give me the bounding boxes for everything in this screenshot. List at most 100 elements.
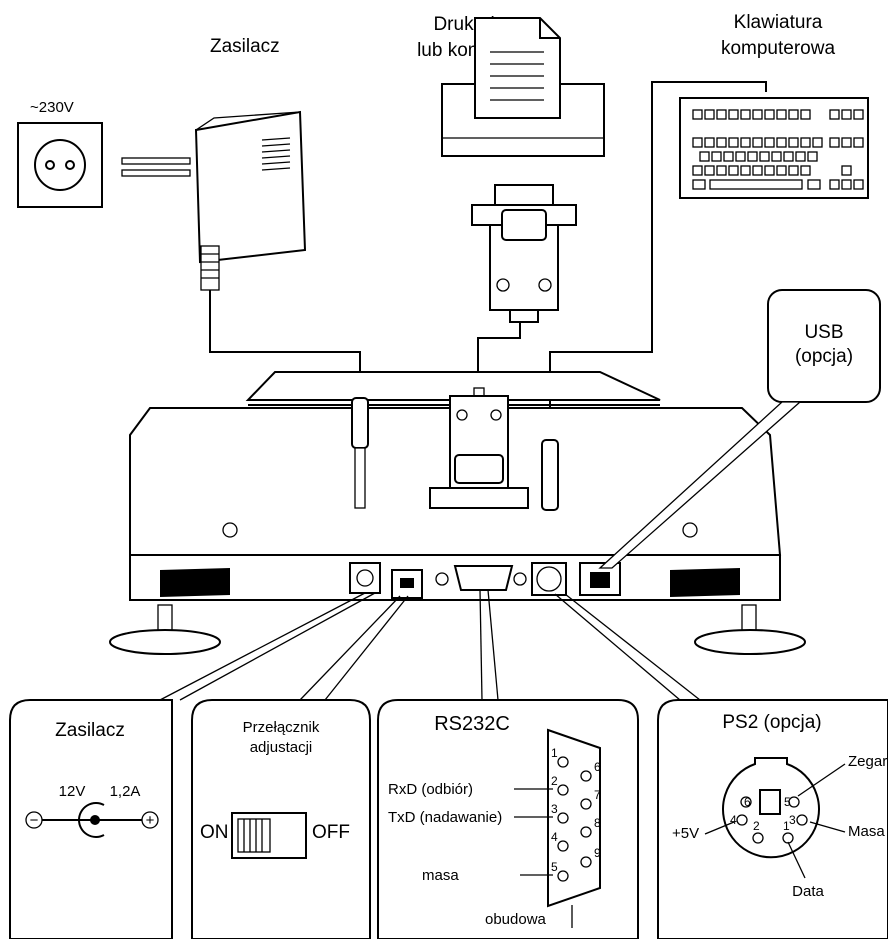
- keyboard-key: [759, 151, 770, 162]
- rs232-pin-8: [580, 826, 592, 838]
- keyboard-key: [812, 137, 823, 148]
- rs232-pin-4: [557, 840, 569, 852]
- ps2-pin-number: 5: [784, 795, 791, 809]
- keyboard-key: [829, 179, 840, 190]
- db9-cable-plug-icon: [471, 184, 577, 392]
- keyboard-key: [728, 109, 739, 120]
- rs232-pin-number: 7: [594, 788, 601, 802]
- switch-on-label: ON: [200, 822, 229, 843]
- keyboard-key: [728, 137, 739, 148]
- keyboard-key: [776, 165, 787, 176]
- housing-label: obudowa: [485, 911, 547, 928]
- ps2-pin-number: 3: [789, 813, 796, 827]
- keyboard-key: [735, 151, 746, 162]
- ps2-pin-4: [736, 814, 748, 826]
- ps2-pin-2: [752, 832, 764, 844]
- keyboard-key: [788, 165, 799, 176]
- jack-voltage-label: 12V: [59, 783, 86, 800]
- callout-leaders: [159, 589, 701, 701]
- keyboard-key: [752, 137, 763, 148]
- keyboard-key: [807, 179, 821, 190]
- wall-socket-icon: [17, 122, 103, 208]
- keyboard-key: [764, 137, 775, 148]
- rs232-pin-leaders: [514, 788, 573, 928]
- rs232-pin-number: 6: [594, 760, 601, 774]
- power-adapter-label: Zasilacz: [210, 36, 280, 57]
- ps2-pin-number: 2: [753, 819, 760, 833]
- usb-label-line1: USB: [804, 322, 843, 343]
- clock-label: Zegar: [848, 753, 887, 770]
- panel-zasilacz: Zasilacz 12V 1,2A − +: [9, 699, 173, 940]
- data-label: Data: [792, 883, 824, 900]
- keyboard-key: [723, 151, 734, 162]
- ps2-ground-label: Masa: [848, 823, 885, 840]
- keyboard-key: [800, 109, 811, 120]
- keyboard-key: [711, 151, 722, 162]
- keyboard-key: [788, 109, 799, 120]
- slide-switch-icon: [231, 812, 307, 859]
- keyboard-key: [853, 137, 864, 148]
- keyboard-key: [752, 109, 763, 120]
- rs232-pin-6: [580, 770, 592, 782]
- minus-sign: −: [30, 812, 39, 829]
- keyboard-icon: [651, 81, 869, 199]
- keyboard-key: [704, 165, 715, 176]
- usb-callout: USB (opcja): [598, 289, 881, 569]
- ps2-pin-5: [788, 796, 800, 808]
- panel-switch: Przełącznik adjustacji ON OFF: [191, 699, 371, 940]
- power-adapter-icon: [121, 110, 361, 400]
- rs232-pin-number: 2: [551, 774, 558, 788]
- keyboard-key: [829, 109, 840, 120]
- keyboard-key: [764, 165, 775, 176]
- rs232-pin-number: 4: [551, 830, 558, 844]
- keyboard-key: [740, 165, 751, 176]
- back-panel-ports: [349, 562, 621, 599]
- keyboard-label-line2: komputerowa: [721, 38, 835, 59]
- keyboard-key: [841, 137, 852, 148]
- plus5v-label: +5V: [672, 825, 699, 842]
- rs232-title: RS232C: [434, 713, 510, 735]
- rs232-pin-3: [557, 812, 569, 824]
- keyboard-key: [776, 137, 787, 148]
- keyboard-key: [771, 151, 782, 162]
- keyboard-key: [841, 109, 852, 120]
- keyboard-key: [692, 179, 706, 190]
- keyboard-key: [853, 179, 864, 190]
- keyboard-key: [795, 151, 806, 162]
- rs232-pin-number: 9: [594, 846, 601, 860]
- rs232-pin-number: 5: [551, 860, 558, 874]
- keyboard-key: [776, 109, 787, 120]
- ps2-pin-1: [782, 832, 794, 844]
- keyboard-key: [841, 165, 852, 176]
- keyboard-key: [807, 151, 818, 162]
- rs232-pin-number: 3: [551, 802, 558, 816]
- keyboard-key: [728, 165, 739, 176]
- keyboard-key: [752, 165, 763, 176]
- ps2-title: PS2 (opcja): [722, 712, 821, 733]
- switch-off-label: OFF: [312, 822, 350, 843]
- switch-title-line1: Przełącznik: [243, 719, 320, 736]
- rs232-pin-5: [557, 870, 569, 882]
- keyboard-key: [853, 109, 864, 120]
- plus-sign: +: [146, 812, 155, 829]
- keyboard-key: [764, 109, 775, 120]
- switch-title-line2: adjustacji: [250, 739, 313, 756]
- keyboard-key: [829, 137, 840, 148]
- jack-current-label: 1,2A: [110, 783, 141, 800]
- keyboard-key: [716, 137, 727, 148]
- ps2-pin-6: [740, 796, 752, 808]
- keyboard-key: [788, 137, 799, 148]
- power-plug-in-scale-icon: [351, 397, 369, 509]
- keyboard-key: [841, 179, 852, 190]
- rs232-pin-1: [557, 756, 569, 768]
- keyboard-key: [800, 165, 811, 176]
- panel-zasilacz-title: Zasilacz: [55, 720, 125, 741]
- keyboard-key: [692, 109, 703, 120]
- ps2-pin-number: 1: [783, 819, 790, 833]
- keyboard-key: [740, 137, 751, 148]
- ps2-pin-number: 6: [744, 795, 751, 809]
- keyboard-key: [692, 137, 703, 148]
- ps2-pin-3: [796, 814, 808, 826]
